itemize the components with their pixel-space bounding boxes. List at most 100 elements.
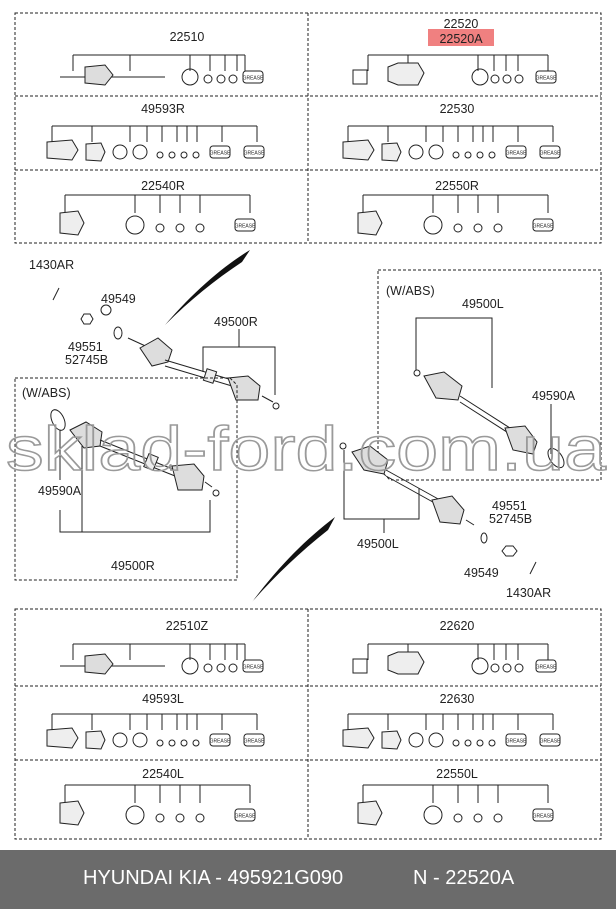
arrow-lower [252, 517, 335, 602]
label-nut-upper: 49551 [68, 340, 103, 354]
kit-49593L-ring-5 [180, 739, 188, 747]
kit-22530-ring-1 [408, 144, 424, 160]
label-bolt-upper: 1430AR [29, 258, 74, 272]
kit-49593R-ring-5 [180, 151, 188, 159]
footer-bar: HYUNDAI KIA - 495921G090 N - 22520A [0, 850, 616, 909]
kit-49593R-g2-grease-label: GREASE [244, 151, 266, 157]
kit-22520-grease-tube [535, 70, 557, 84]
driveshaft-49500R-abs [50, 409, 220, 497]
kit-22630-ring-3 [452, 739, 460, 747]
kit-22520-ring-c [514, 74, 524, 84]
kit-22620-grease-tube [535, 659, 557, 673]
kit-22550L-ring-big [423, 805, 443, 825]
kit-49593L-ring-3 [156, 739, 164, 747]
label-washer-upper: 49549 [101, 292, 136, 306]
kit-22510-ring-c [228, 74, 238, 84]
kit-49593L-ring-6 [192, 739, 200, 747]
kit-22550L-grease-label: GREASE [533, 814, 555, 820]
highlight-22520A [428, 29, 494, 46]
kit-22530-ring-2 [428, 144, 444, 160]
kit-22510Z-grease-tube [242, 659, 264, 673]
label-nut-upper-2: 52745B [65, 353, 108, 367]
kit-49593L-g2-grease-tube [243, 733, 265, 747]
kit-49593L-g2-grease-label: GREASE [244, 739, 266, 745]
kit-22510Z-ring-big [181, 657, 199, 675]
kit-22630-ring-6 [488, 739, 496, 747]
kit-22620-ring-c [514, 663, 524, 673]
kits-panel-top [14, 12, 602, 244]
kit-22520-ring-a [490, 74, 500, 84]
kit-22540R-grease-label: GREASE [235, 224, 257, 230]
kit-22510-joint [84, 64, 114, 86]
kit-22550R-ring-c [493, 223, 503, 233]
kit-22550L-boot [357, 800, 383, 826]
kit-22510Z-ring-b [216, 663, 226, 673]
kit-22540L-boot [59, 800, 85, 826]
kit-22540L-grease-tube [234, 808, 256, 822]
kit-49593R-ring-4 [168, 151, 176, 159]
ring-lower [480, 532, 488, 544]
kit-label-49593R: 49593R [141, 102, 185, 116]
kit-22540L-ring-big [125, 805, 145, 825]
kit-22540R-grease-tube [234, 218, 256, 232]
kit-label-22540R: 22540R [141, 179, 185, 193]
kit-22530-ring-6 [488, 151, 496, 159]
kit-22530-boot-b [381, 142, 402, 162]
kit-22550L-ring-c [493, 813, 503, 823]
driveshaft-49500L [339, 442, 475, 526]
kit-22630-ring-4 [464, 739, 472, 747]
label-shaft-right: 49500R [214, 315, 258, 329]
label-nut-lower: 49551 [492, 499, 527, 513]
kit-22620-grease-label: GREASE [536, 665, 558, 671]
arrow-upper [165, 250, 250, 325]
driveshaft-49500R [127, 337, 280, 410]
kit-49593R-boot-a [46, 139, 79, 161]
bolt-lower [529, 561, 537, 575]
kit-49593R-ring-3 [156, 151, 164, 159]
kit-22540L-ring-c [195, 813, 205, 823]
kit-49593L-boot-b [85, 730, 106, 750]
kit-22520-grease-label: GREASE [536, 76, 558, 82]
kit-22530-g1-grease-label: GREASE [506, 151, 528, 157]
kit-22540R-ring-b [175, 223, 185, 233]
kit-22630-g1-grease-tube [505, 733, 527, 747]
kit-label-22510Z: 22510Z [166, 619, 209, 633]
footer-part-number: HYUNDAI KIA - 495921G090 [83, 867, 344, 889]
nut-upper [80, 313, 94, 325]
kit-22550R-ring-a [453, 223, 463, 233]
kit-49593R-g1-grease-label: GREASE [210, 151, 232, 157]
kit-22540R-ring-a [155, 223, 165, 233]
kit-22530-ring-5 [476, 151, 484, 159]
kit-label-22620: 22620 [440, 619, 475, 633]
label-washer-lower: 49549 [464, 566, 499, 580]
kit-49593L-g1-grease-label: GREASE [210, 739, 232, 745]
kit-22510Z-grease-label: GREASE [243, 665, 265, 671]
kit-label-22510: 22510 [170, 30, 205, 44]
label-shaft-right-abs: 49500R [111, 559, 155, 573]
kit-parts-group: GREASE GREASE GREASE GREASE GREASE GREASE GREA… [46, 54, 561, 826]
label-shaft-left: 49500L [357, 537, 399, 551]
kit-22620-ring-a [490, 663, 500, 673]
washer-upper [100, 304, 112, 316]
kit-22550R-boot [357, 210, 383, 236]
kit-22510-ring-big [181, 68, 199, 86]
kit-22510-ring-b [216, 74, 226, 84]
label-abs-right: (W/ABS) [386, 284, 435, 298]
exploded-view-diagram: GREASE GREASE GREASE GREASE GREASE GREASE GREA… [14, 12, 602, 840]
kit-22540R-boot [59, 210, 85, 236]
kit-label-49593L: 49593L [142, 692, 184, 706]
kit-label-22550L: 22550L [436, 767, 478, 781]
kit-22510Z-ring-c [228, 663, 238, 673]
kit-22550L-ring-a [453, 813, 463, 823]
kit-22540L-grease-label: GREASE [235, 814, 257, 820]
kit-22620-boot [387, 651, 425, 675]
kit-22620-housing [352, 658, 368, 674]
kit-22630-boot-a [342, 727, 375, 749]
kit-22550R-ring-big [423, 215, 443, 235]
kit-22510-grease-tube [242, 70, 264, 84]
ring-upper [113, 326, 123, 340]
nut-lower [501, 545, 518, 557]
kit-22530-ring-3 [452, 151, 460, 159]
kit-22510-grease-label: GREASE [243, 76, 265, 82]
